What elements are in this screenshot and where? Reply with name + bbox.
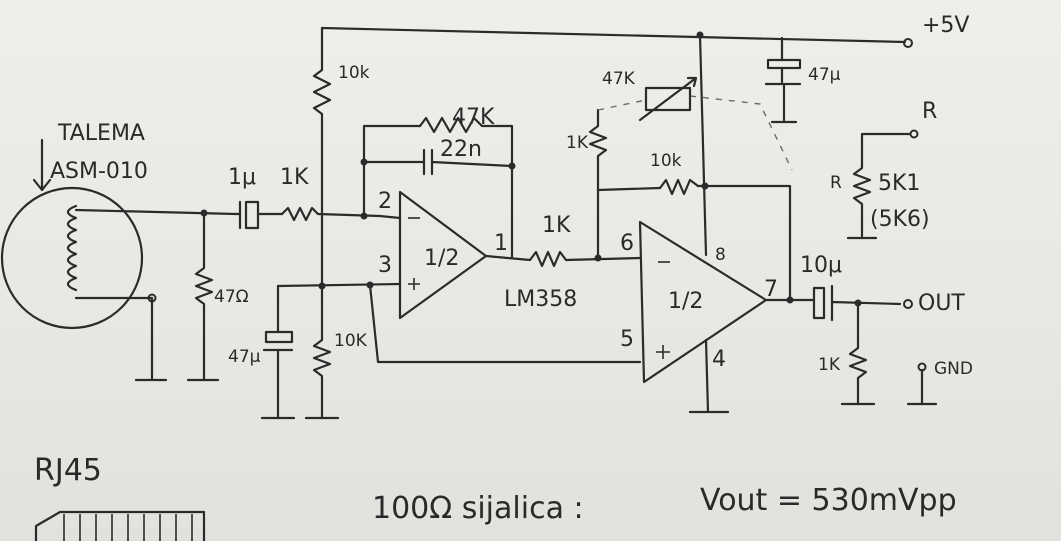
r-bias-resistor (304, 284, 340, 420)
mic-terminal (147, 293, 157, 303)
r-out-resistor (840, 301, 876, 406)
pin7-label: 7 (764, 277, 778, 302)
pin4-label: 4 (712, 347, 726, 372)
c-supply-label: 47μ (808, 65, 841, 85)
pin2-wire (378, 214, 402, 220)
r-sel-resistor (846, 132, 912, 240)
vee-wire (688, 338, 730, 414)
pot-label: 47K (602, 69, 636, 89)
mic-arrow (32, 138, 52, 192)
mic-coil (66, 204, 78, 292)
mic-name-2: ASM-010 (50, 159, 148, 184)
mic-name-1: TALEMA (57, 121, 145, 146)
gnd-dot (917, 362, 927, 372)
c-bias-capacitor (260, 284, 296, 420)
pin1-label: 1 (494, 231, 508, 256)
opamp1-triangle (398, 190, 488, 320)
connector-label: RJ45 (34, 453, 102, 488)
r-top-label: 10k (338, 63, 370, 83)
r-mid-label: 1K (542, 213, 571, 238)
r-fb2-resistor (658, 178, 700, 196)
connector-pins (63, 514, 193, 541)
vcc-wire (698, 33, 708, 257)
gnd-terminal (906, 368, 938, 406)
c-out-label: 10μ (800, 253, 842, 278)
r-load-label: 47Ω (214, 287, 249, 307)
connector-outline (34, 510, 206, 541)
pin2-label: 2 (378, 189, 392, 214)
pin5-label: 5 (620, 327, 634, 352)
junction-dot (508, 162, 516, 170)
supply-terminal (903, 38, 913, 48)
opamp2-plus (656, 345, 670, 359)
junction-dot (696, 31, 704, 39)
r-pot-label: 1K (566, 133, 589, 153)
opamp1-plus (408, 278, 420, 290)
opamp1-label: 1/2 (424, 246, 459, 271)
junction-dot (360, 158, 368, 166)
r-terminal (909, 129, 919, 139)
c-supply-capacitor (764, 36, 802, 124)
opamp2-label: 1/2 (668, 289, 703, 314)
r-pot-resistor (588, 108, 608, 192)
c-fb-capacitor (362, 148, 514, 176)
bias-to-pin5-wire (368, 283, 642, 364)
supply-label: +5V (922, 13, 969, 38)
c-in-capacitor (234, 200, 284, 230)
pot-resistor (638, 76, 698, 122)
r-sel-prefix: R (830, 173, 842, 193)
r-fb-resistor (418, 116, 502, 134)
r-top-resistor (312, 26, 332, 288)
supply-rail (320, 26, 907, 44)
r-in-resistor (280, 206, 382, 222)
pot-dashed (597, 95, 793, 171)
bias-wire (276, 282, 402, 288)
vout-label: Vout = 530mVpp (700, 483, 957, 518)
c-bias-label: 47μ (228, 347, 261, 367)
r-fb2-label: 10k (650, 151, 682, 171)
pin3-label: 3 (378, 253, 392, 278)
out-terminal (903, 299, 913, 309)
r-in-label: 1K (280, 165, 309, 190)
pin6-label: 6 (620, 231, 634, 256)
r-mid-resistor (528, 250, 642, 268)
mic-ground-wire (74, 296, 168, 382)
c-in-label: 1μ (228, 165, 256, 190)
r-sel-alt-label: (5K6) (870, 207, 930, 232)
chip-label: LM358 (504, 287, 577, 312)
junction-dot (701, 182, 709, 190)
r-label: R (922, 99, 937, 124)
opamp1-output-wire (484, 254, 532, 262)
gnd-label: GND (934, 359, 973, 379)
r-load-resistor (186, 211, 220, 382)
out-label: OUT (918, 291, 965, 316)
pin8-label: 8 (715, 245, 726, 265)
feedback-wire (362, 124, 514, 260)
r-fb-label: 47K (452, 105, 495, 130)
microphone-circle (0, 186, 144, 330)
r-bias-label: 10K (334, 331, 368, 351)
r-sel-label: 5K1 (878, 171, 920, 196)
mic-signal-wire (74, 208, 238, 216)
c-fb-label: 22n (440, 137, 482, 162)
r-out-label: 1K (818, 355, 841, 375)
note-label: 100Ω sijalica : (372, 491, 584, 526)
c-out-capacitor (812, 284, 902, 322)
